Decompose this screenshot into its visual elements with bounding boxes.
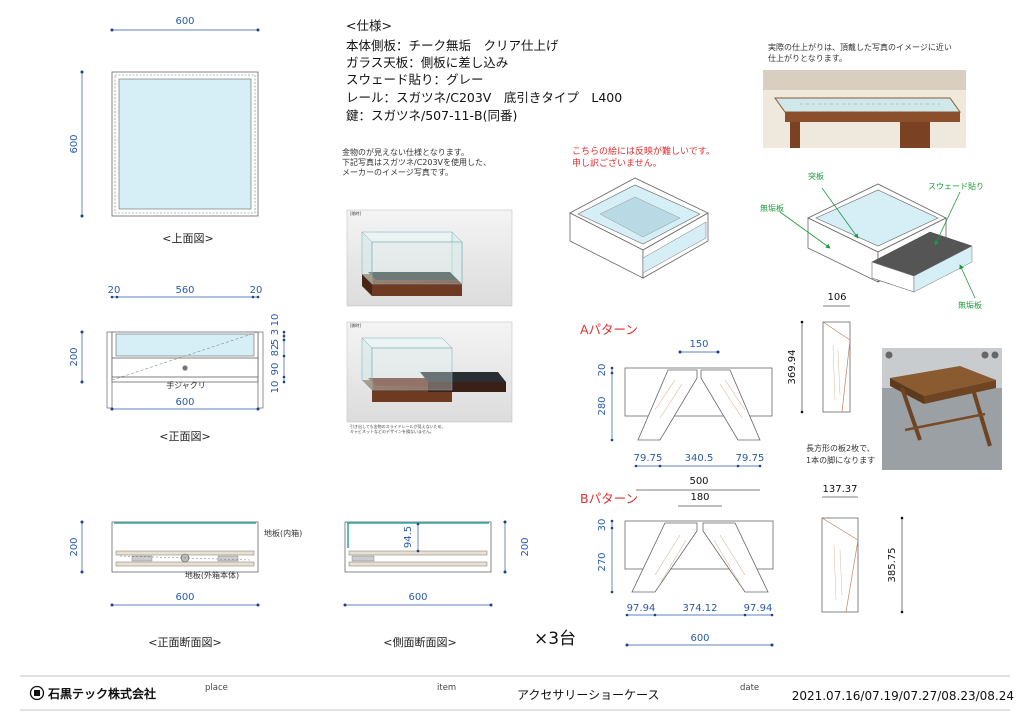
finish-note-1: 仕上がりとなります。 xyxy=(768,53,847,63)
spec-line-4: 鍵：スガツネ/507-11-B(同番) xyxy=(346,108,517,123)
front-right-dim-5: 10 xyxy=(270,381,281,394)
photo-closed: [閉時] xyxy=(346,209,513,307)
pattern-b: Bパターン 180 30 270 97.94 374.12 97.94 600 xyxy=(580,491,774,647)
place-label: place xyxy=(205,683,228,693)
pattern-a-title: Aパターン xyxy=(580,322,638,337)
photo-caption-small-0: 引き出しても金物のスライドレールが見えないため、 xyxy=(350,423,446,429)
label-mukuita-right: 無垢板 xyxy=(958,300,982,310)
hardware-note-1: 下記写真はスガツネ/C203Vを使用した、 xyxy=(342,157,491,167)
leg-note-0: 長方形の板2枚で、 xyxy=(806,443,875,453)
pattern-b-left-dim: 270 xyxy=(597,552,608,571)
photo-open-tag: [開時] xyxy=(350,322,362,328)
date-value: 2021.07.16/07.19/07.27/08.23/08.24 xyxy=(792,689,1014,703)
front-right-dim-4: 90 xyxy=(270,363,281,376)
pattern-a-left-dim: 280 xyxy=(597,396,608,415)
photo-open: [開時] 引き出しても金物のスライドレールが見えないため、 キャビネットなどのデ… xyxy=(346,321,513,434)
reflection-note-1: 申し訳ございません。 xyxy=(572,157,662,169)
spec-line-3: レール：スガツネ/C203V 底引きタイプ L400 xyxy=(346,90,622,105)
front-section-height-dim: 200 xyxy=(69,537,80,556)
handle-label: 手ジャクリ xyxy=(166,380,206,390)
pattern-b-left-top-dim: 30 xyxy=(597,519,608,532)
item-label: item xyxy=(437,683,456,693)
iso-case-open: 突板 スウェード貼り 無垢板 無垢板 xyxy=(760,171,984,310)
pattern-b-total-dim: 600 xyxy=(690,633,709,644)
front-view-caption: <正面図> xyxy=(159,430,210,443)
pattern-b-bottom-dim-0: 97.94 xyxy=(627,603,656,614)
pattern-a-top-dim: 150 xyxy=(689,339,708,350)
date-label: date xyxy=(740,683,759,693)
side-section-inner-dim: 94.5 xyxy=(403,526,414,548)
pattern-a-bottom-dim-2: 79.75 xyxy=(736,453,765,464)
front-section-caption: <正面断面図> xyxy=(148,635,221,649)
front-right-dim-1: 3 xyxy=(270,329,281,335)
company-logo-icon xyxy=(29,685,45,701)
front-section-view: 200 地板(内箱) 地板(外箱本体) 600 <正面断面図> xyxy=(69,520,302,649)
company-name: 石黒テック株式会社 xyxy=(47,686,156,701)
title-block: 石黒テック株式会社 place item アクセサリーショーケース date 2… xyxy=(20,675,1014,711)
pattern-b-title: Bパターン xyxy=(580,491,638,506)
side-section-width-dim: 600 xyxy=(408,592,427,603)
pattern-a: Aパターン 150 20 280 79.75 340.5 79.75 500 xyxy=(580,322,773,491)
top-view-caption: <上面図> xyxy=(162,232,213,245)
side-section-caption: <側面断面図> xyxy=(383,635,456,649)
pattern-b-bottom-dim-1: 374.12 xyxy=(683,603,718,614)
outer-floor-label: 地板(外箱本体) xyxy=(185,570,239,580)
iso-case-closed xyxy=(569,177,709,279)
hardware-note-2: メーカーのイメージ写真です。 xyxy=(342,167,453,177)
pattern-a-bottom-dim-1: 340.5 xyxy=(685,453,714,464)
top-view: 600 600 <上面図> xyxy=(69,16,260,245)
front-view: 20 560 20 200 手ジャクリ 600 10 3 5 82 90 10 … xyxy=(69,285,286,443)
leg-a-width-dim: 106 xyxy=(827,292,846,303)
front-dim-right: 20 xyxy=(250,285,263,296)
front-right-dim-3: 82 xyxy=(270,344,281,357)
front-width-dim: 600 xyxy=(175,397,194,408)
front-right-dim-0: 10 xyxy=(270,314,281,327)
finish-photo xyxy=(763,70,966,148)
leg-b-width-dim: 137.37 xyxy=(823,484,858,495)
spec-block: <仕様> 本体側板：チーク無垢 クリア仕上げ ガラス天板：側板に差し込み スウェ… xyxy=(346,18,622,123)
photo-caption-small-1: キャビネットなどのデザインを損ないません。 xyxy=(350,428,434,434)
front-dim-mid: 560 xyxy=(175,285,194,296)
pattern-b-top-dim: 180 xyxy=(690,492,709,503)
leg-note-1: 1本の脚になります xyxy=(806,455,875,465)
front-dim-left: 20 xyxy=(108,285,121,296)
pattern-a-left-top-dim: 20 xyxy=(597,364,608,377)
front-right-dim-2: 5 xyxy=(270,339,281,345)
leg-b: 137.37 385.75 xyxy=(821,484,904,614)
side-section-view: 94.5 200 600 <側面断面図> xyxy=(343,520,531,649)
leg-a: 106 369.94 xyxy=(787,292,851,414)
spec-line-1: ガラス天板：側板に差し込み xyxy=(346,55,508,70)
spec-title: <仕様> xyxy=(346,18,392,33)
leg-a-height-dim: 369.94 xyxy=(787,350,798,385)
item-value: アクセサリーショーケース xyxy=(517,688,660,702)
front-section-width-dim: 600 xyxy=(175,592,194,603)
spec-line-0: 本体側板：チーク無垢 クリア仕上げ xyxy=(346,38,559,53)
quantity-label: ×3台 xyxy=(534,629,576,649)
leg-b-height-dim: 385.75 xyxy=(887,548,898,583)
pattern-a-total-dim: 500 xyxy=(689,476,708,487)
side-section-height-dim: 200 xyxy=(520,537,531,556)
hardware-note: 金物のが見えない仕様となります。 下記写真はスガツネ/C203Vを使用した、 メ… xyxy=(342,147,491,177)
label-tsukiita: 突板 xyxy=(808,171,824,181)
bench-photo xyxy=(882,348,1002,470)
label-suede: スウェード貼り xyxy=(928,181,984,191)
spec-line-2: スウェード貼り：グレー xyxy=(346,72,484,87)
top-view-width-dim: 600 xyxy=(175,16,194,27)
pattern-a-bottom-dim-0: 79.75 xyxy=(634,453,663,464)
hardware-note-0: 金物のが見えない仕様となります。 xyxy=(342,147,469,157)
reflection-note-0: こちらの絵には反映が難しいです。 xyxy=(572,145,715,157)
photo-closed-tag: [閉時] xyxy=(350,210,362,216)
top-view-height-dim: 600 xyxy=(69,134,80,153)
pattern-b-bottom-dim-2: 97.94 xyxy=(744,603,773,614)
front-height-dim: 200 xyxy=(69,347,80,366)
inner-floor-label: 地板(内箱) xyxy=(264,528,302,538)
finish-note-0: 実際の仕上がりは、頂戴した写真のイメージに近い xyxy=(768,42,952,52)
label-mukuita-left: 無垢板 xyxy=(760,203,784,213)
